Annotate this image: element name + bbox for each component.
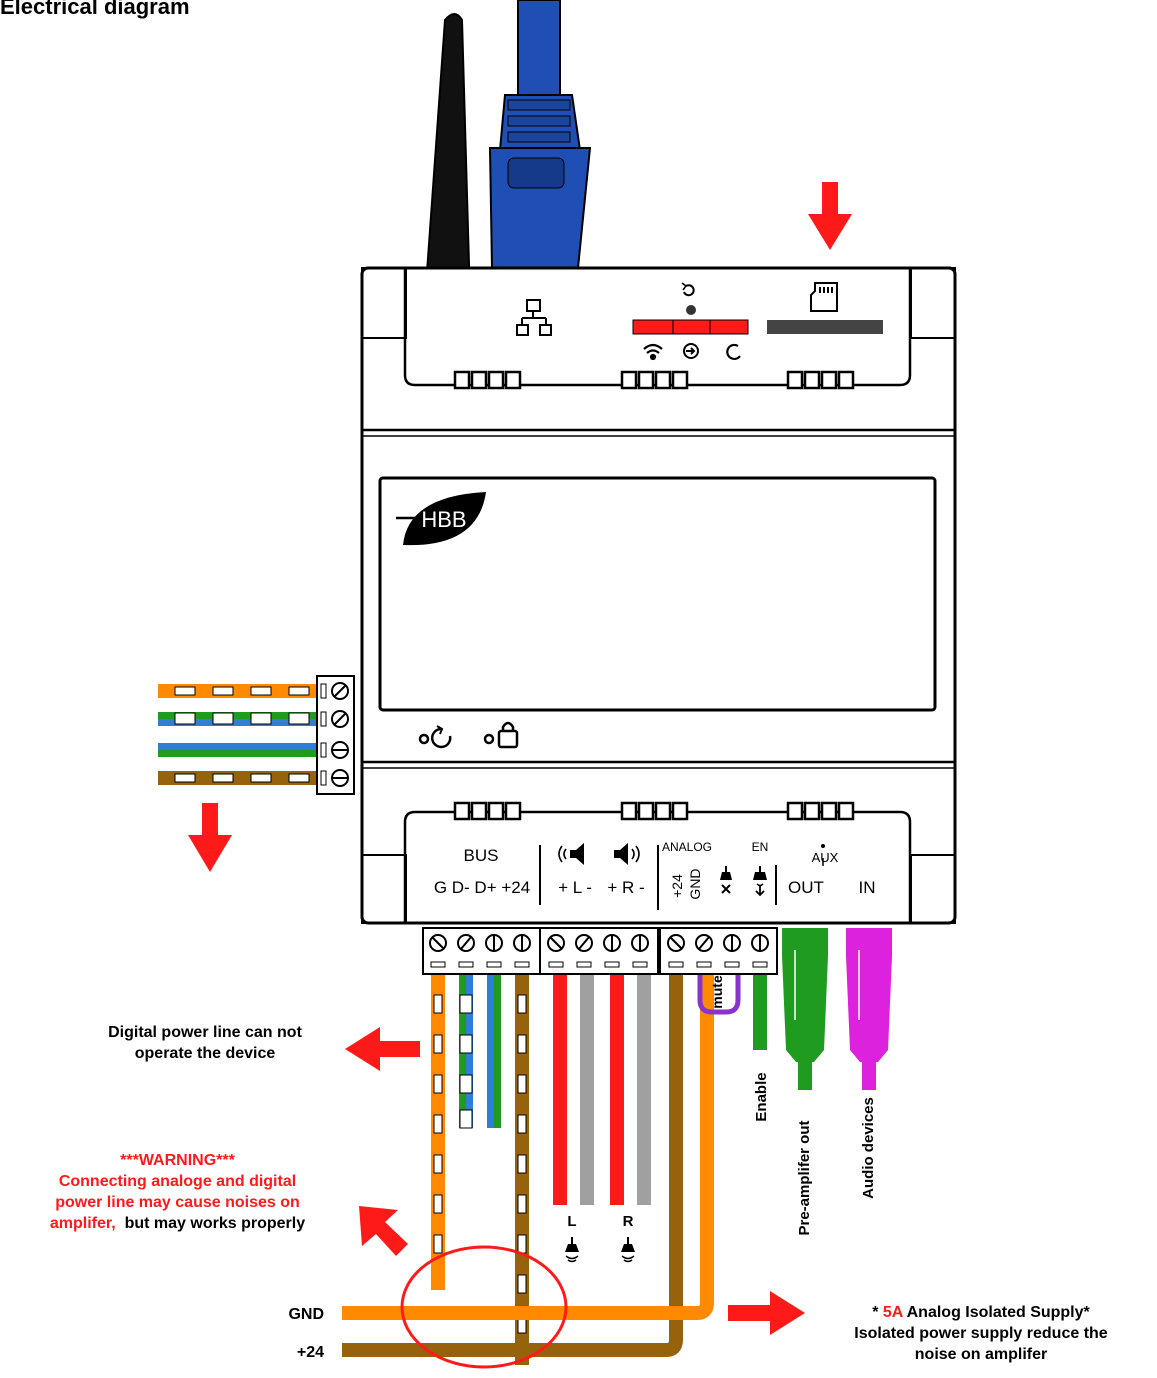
audio-devices-label: Audio devices [860,1097,877,1199]
warning-line-1: Connecting analoge and digital [58,1173,297,1190]
aux-out-label: OUT [788,878,824,897]
supply-note: * 5A Analog Isolated Supply* Isolated po… [805,1302,1157,1365]
supply-line-2: noise on amplifer [914,1346,1048,1363]
page-title: Electrical diagram [0,0,190,19]
login-icon [683,343,699,359]
bus-dminus-wire [459,975,473,1129]
warning-line-3: amplifer, but may works properly [5,1213,350,1234]
wifi-icon [643,343,663,361]
supply-arrow [728,1291,805,1335]
terminal-labels [539,843,825,910]
enable-wire [753,975,767,1050]
aux-label: AUX [812,850,839,865]
bottom-vent-slots [453,801,855,821]
bus-label: BUS [464,846,499,865]
digital-power-arrow [345,1027,420,1071]
plus24-line-label: +24 [297,1344,324,1361]
side-wire-brown-white [158,771,318,785]
mute-jumper [697,975,741,1015]
aux-in-plug [846,928,892,1090]
enable-speaker-icon [753,866,767,897]
speaker-l-label: L [567,1213,576,1230]
aux-out-plug [782,928,828,1090]
mute-label: mute [709,975,725,1009]
analog-24v-wire [342,975,683,1357]
bus-terminal-block [422,927,541,975]
analog-terminal-block [659,927,778,975]
side-arrow-down [188,803,232,872]
speaker-wires [553,975,651,1205]
speaker-left-icon [558,843,584,865]
hbb-logo: HBB [396,492,486,546]
digital-power-note: Digital power line can not operate the d… [60,1022,350,1064]
supply-title: * 5A Analog Isolated Supply* [805,1302,1157,1323]
lock-button[interactable] [483,721,519,749]
sd-insert-arrow [808,182,852,250]
speaker-r-icon [621,1237,635,1263]
analog-label: ANALOG [662,840,712,854]
supply-title-rest: Analog Isolated Supply* [902,1304,1090,1321]
warning-line-3-red: amplifer, [49,1215,116,1232]
analog-gnd-wire [342,975,714,1320]
status-led-bar [632,319,749,335]
ethernet-cable [488,0,592,269]
warning-line-2: power line may cause noises on [55,1194,300,1211]
side-wire-orange-white [158,684,318,698]
speaker-terminal-block [539,927,659,975]
digital-power-note-line-1: Digital power line can not [108,1024,302,1041]
reset-button[interactable] [418,725,452,749]
analog-gnd-label: GND [687,868,703,899]
network-icon [516,299,552,336]
warning-arrow [359,1206,408,1256]
sd-card-icon [810,282,838,312]
top-vent-slots [453,370,855,390]
reset-icon [681,282,696,315]
bus-dplus-wire [487,975,501,1128]
bus-terms: G D- D+ +24 [434,878,530,897]
speaker-r-label: R [623,1213,634,1230]
gnd-line-label: GND [288,1306,324,1323]
speaker-right-terms: + R - [607,878,644,897]
supply-amp: 5A [882,1304,903,1321]
digital-power-note-line-2: operate the device [134,1045,276,1062]
supply-prefix: * [872,1304,883,1321]
warning-title: ***WARNING*** [120,1152,235,1169]
side-wire-green-white [158,712,318,726]
analog-24-label: +24 [669,874,685,898]
enable-label: EN [752,840,769,854]
speaker-left-terms: + L - [558,878,592,897]
enable-wire-label: Enable [753,1072,770,1121]
aux-mark-icon [821,844,825,866]
side-terminal-block [316,675,355,795]
refresh-icon [726,343,741,361]
preamp-out-label: Pre-amplifer out [796,1120,813,1235]
aux-in-label: IN [859,878,876,897]
mute-speaker-icon [720,866,732,894]
supply-line-1: Isolated power supply reduce the [854,1325,1108,1342]
sd-card-slot [767,320,883,334]
warning-line-3-black: but may works properly [115,1215,306,1232]
speaker-l-icon [565,1237,579,1263]
bus-24v-wire [515,975,529,1365]
warning-highlight-circle [400,1245,568,1369]
bus-gnd-wire [431,975,445,1290]
speaker-right-icon [614,843,640,865]
brand-text: HBB [421,507,466,532]
side-wire-blue-green [158,743,318,757]
device-housing [360,266,957,925]
warning-note: ***WARNING*** Connecting analoge and dig… [5,1150,350,1234]
